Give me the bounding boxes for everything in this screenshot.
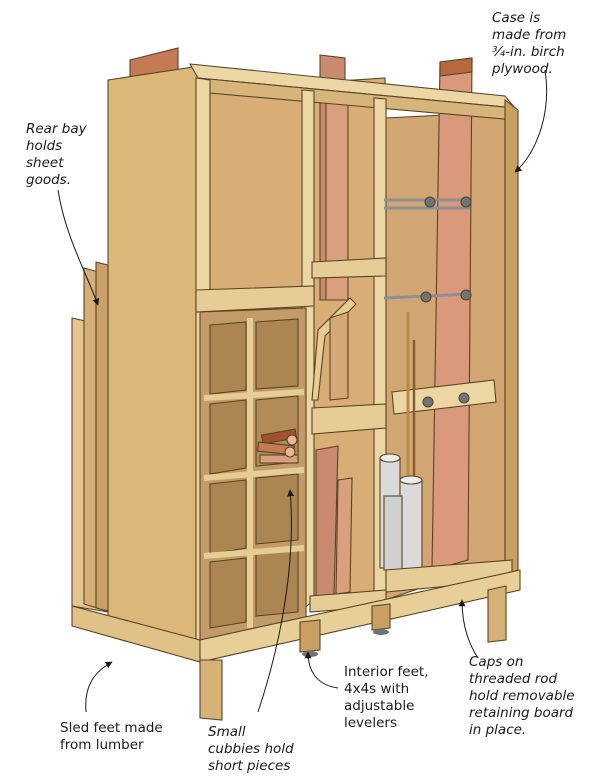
shelves <box>195 257 387 435</box>
short-pieces <box>256 428 299 464</box>
interior-feet-callout: Interior feet, 4x4s with adjustable leve… <box>344 664 429 731</box>
left-side-panel <box>107 65 201 641</box>
caps-callout: Caps on threaded rod hold removable reta… <box>469 654 575 738</box>
rear-sheet-goods <box>71 261 113 613</box>
dowels-and-pipes <box>379 312 423 571</box>
sled-feet-callout: Sled feet made from lumber <box>60 720 163 753</box>
rear-bay-callout: Rear bay holds sheet goods. <box>26 121 87 188</box>
leader-lines <box>57 69 548 713</box>
middle-boards <box>311 297 357 599</box>
threaded-rods <box>383 196 497 415</box>
base-and-feet <box>71 559 521 721</box>
case-callout: Case is made from ¾-in. birch plywood. <box>492 10 567 77</box>
tall-boards <box>129 47 473 571</box>
cubby-grid <box>199 307 307 641</box>
cubbies-callout: Small cubbies hold short pieces <box>208 724 294 774</box>
